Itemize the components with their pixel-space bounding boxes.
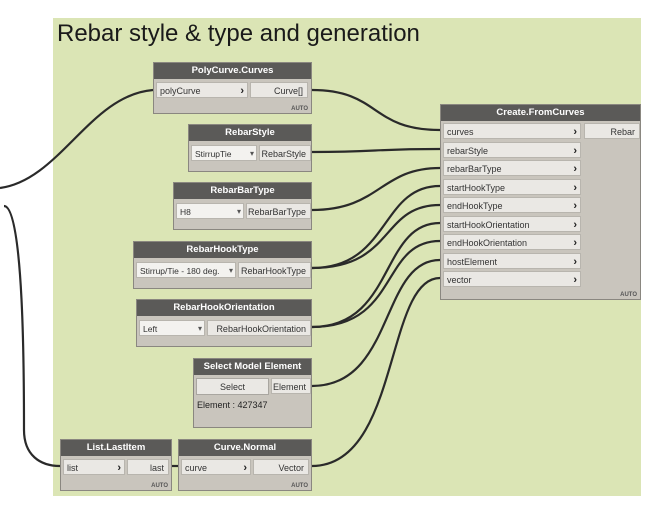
chevron-right-icon: › [573, 144, 577, 157]
lacing-label: AUTO [291, 483, 308, 489]
port-label: rebarStyle [447, 145, 489, 156]
node-title: List.LastItem [61, 440, 171, 456]
port-label: startHookOrientation [447, 219, 530, 230]
dropdown-value: StirrupTie [195, 149, 232, 159]
rebarhooktype-dropdown[interactable]: Stirrup/Tie - 180 deg. ▾ [136, 262, 236, 278]
output-port-element[interactable]: Element [271, 378, 311, 394]
node-list-lastitem[interactable]: List.LastItem list › last AUTO [60, 439, 172, 491]
node-title: RebarHookType [134, 242, 311, 258]
node-title: RebarStyle [189, 125, 311, 141]
input-port-vector[interactable]: vector › [443, 271, 581, 287]
dropdown-value: Stirrup/Tie - 180 deg. [140, 266, 220, 276]
chevron-right-icon: › [573, 200, 577, 212]
node-rebarhookorientation[interactable]: RebarHookOrientation Left ▾ RebarHookOri… [136, 299, 312, 347]
wire-left-to-list [3, 204, 61, 468]
dropdown-value: Left [143, 324, 158, 334]
input-port-curves[interactable]: curves › [443, 123, 581, 139]
chevron-right-icon: › [117, 462, 121, 474]
select-button[interactable]: Select [196, 378, 269, 395]
input-port-endhooktype[interactable]: endHookType › [443, 197, 581, 213]
rebarbartype-dropdown[interactable]: H8 ▾ [176, 203, 244, 219]
node-rebarbartype[interactable]: RebarBarType H8 ▾ RebarBarType [173, 182, 312, 230]
chevron-right-icon: › [573, 237, 577, 249]
output-port-rebarhooktype[interactable]: RebarHookType [238, 262, 311, 278]
dropdown-value: H8 [180, 207, 191, 217]
lacing-label: AUTO [620, 292, 637, 298]
port-label: list [67, 463, 78, 473]
node-title: PolyCurve.Curves [154, 63, 311, 79]
chevron-right-icon: › [573, 255, 577, 268]
input-port-starthooktype[interactable]: startHookType › [443, 178, 581, 195]
port-label: rebarBarType [447, 164, 502, 174]
node-rebarstyle[interactable]: RebarStyle StirrupTie ▾ RebarStyle [188, 124, 312, 172]
node-title: RebarHookOrientation [137, 300, 311, 316]
chevron-down-icon: ▾ [228, 266, 233, 275]
chevron-down-icon: ▾ [197, 324, 202, 333]
output-port-curves[interactable]: Curve[] [250, 82, 308, 98]
rebarstyle-dropdown[interactable]: StirrupTie ▾ [191, 145, 257, 161]
group-title: Rebar style & type and generation [57, 20, 420, 47]
port-label: startHookType [447, 182, 506, 193]
output-port-last[interactable]: last [127, 459, 169, 475]
chevron-down-icon: ▾ [236, 207, 241, 216]
node-create-fromcurves[interactable]: Create.FromCurves curves›rebarStyle›reba… [440, 104, 641, 300]
node-title: Create.FromCurves [441, 105, 640, 121]
port-label: curve [185, 463, 208, 473]
selected-element-info: Element : 427347 [197, 400, 268, 410]
port-label: endHookType [447, 201, 503, 211]
output-port-rebarhookorientation[interactable]: RebarHookOrientation [207, 320, 311, 336]
chevron-right-icon: › [573, 126, 577, 138]
chevron-right-icon: › [573, 163, 577, 175]
chevron-right-icon: › [243, 462, 247, 474]
port-label: hostElement [447, 256, 498, 267]
input-port-hostelement[interactable]: hostElement › [443, 252, 581, 269]
input-port-endhookorientation[interactable]: endHookOrientation › [443, 234, 581, 250]
node-rebarhooktype[interactable]: RebarHookType Stirrup/Tie - 180 deg. ▾ R… [133, 241, 312, 289]
input-port-polycurve[interactable]: polyCurve › [156, 82, 248, 98]
node-curve-normal[interactable]: Curve.Normal curve › Vector AUTO [178, 439, 312, 491]
port-label: endHookOrientation [447, 238, 528, 248]
port-label: vector [447, 275, 472, 285]
output-port-vector[interactable]: Vector [253, 459, 309, 475]
node-title: Select Model Element [194, 359, 311, 375]
chevron-right-icon: › [573, 218, 577, 231]
node-title: RebarBarType [174, 183, 311, 199]
port-label: polyCurve [160, 86, 201, 96]
chevron-right-icon: › [573, 181, 577, 194]
input-port-curve[interactable]: curve › [181, 459, 251, 475]
rebarhookorientation-dropdown[interactable]: Left ▾ [139, 320, 205, 336]
input-port-rebarbartype[interactable]: rebarBarType › [443, 160, 581, 176]
port-label: curves [447, 127, 474, 137]
chevron-down-icon: ▾ [249, 149, 254, 158]
output-port-rebarbartype[interactable]: RebarBarType [246, 203, 311, 219]
lacing-label: AUTO [151, 483, 168, 489]
output-port-rebarstyle[interactable]: RebarStyle [259, 145, 311, 161]
chevron-right-icon: › [240, 85, 244, 97]
node-polycurve-curves[interactable]: PolyCurve.Curves polyCurve › Curve[] AUT… [153, 62, 312, 114]
input-port-starthookorientation[interactable]: startHookOrientation › [443, 215, 581, 232]
lacing-label: AUTO [291, 106, 308, 112]
node-select-model-element[interactable]: Select Model Element Select Element Elem… [193, 358, 312, 428]
chevron-right-icon: › [573, 274, 577, 286]
output-port-rebar[interactable]: Rebar [584, 123, 640, 139]
input-port-rebarstyle[interactable]: rebarStyle › [443, 141, 581, 158]
node-title: Curve.Normal [179, 440, 311, 456]
input-port-list[interactable]: list › [63, 459, 125, 475]
